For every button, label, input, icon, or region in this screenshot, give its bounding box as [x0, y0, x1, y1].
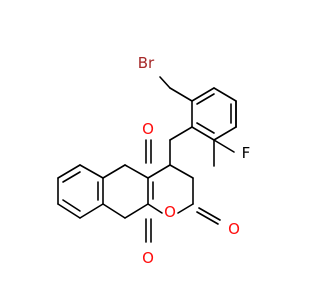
bond — [213, 126, 237, 141]
bond — [191, 126, 215, 141]
bond — [79, 164, 104, 179]
bond — [62, 199, 81, 212]
bond — [213, 139, 235, 153]
bond — [198, 207, 221, 221]
bond — [177, 203, 194, 214]
atom-label-f: F — [242, 144, 251, 162]
bond — [57, 203, 81, 219]
bond — [124, 164, 149, 179]
bond — [62, 171, 81, 183]
bond — [196, 93, 215, 105]
atom-label-o-ketone-upper: O — [142, 120, 154, 138]
bond — [196, 122, 215, 134]
bond — [124, 203, 149, 219]
atom-label-o-lactone: O — [228, 220, 240, 238]
structure-svg: Br F O O O O — [57, 54, 251, 267]
bond — [102, 164, 126, 179]
atom-label-layer: Br F O O O O — [138, 54, 251, 267]
bond — [191, 87, 215, 102]
bond — [102, 203, 126, 219]
bond — [169, 126, 193, 141]
bond — [169, 164, 194, 179]
bond — [213, 87, 237, 102]
bond — [147, 164, 171, 179]
bond — [196, 211, 219, 225]
bond — [169, 87, 193, 102]
bond — [159, 76, 171, 89]
molecule-structure-diagram: Br F O O O O — [57, 54, 251, 267]
atom-label-o-ring: O — [164, 203, 176, 221]
atom-label-br: Br — [138, 54, 155, 72]
bond — [57, 164, 81, 179]
bond — [79, 203, 104, 219]
bond — [147, 203, 163, 214]
bond-layer — [57, 76, 237, 243]
atom-label-o-ketone-lower: O — [142, 249, 154, 267]
